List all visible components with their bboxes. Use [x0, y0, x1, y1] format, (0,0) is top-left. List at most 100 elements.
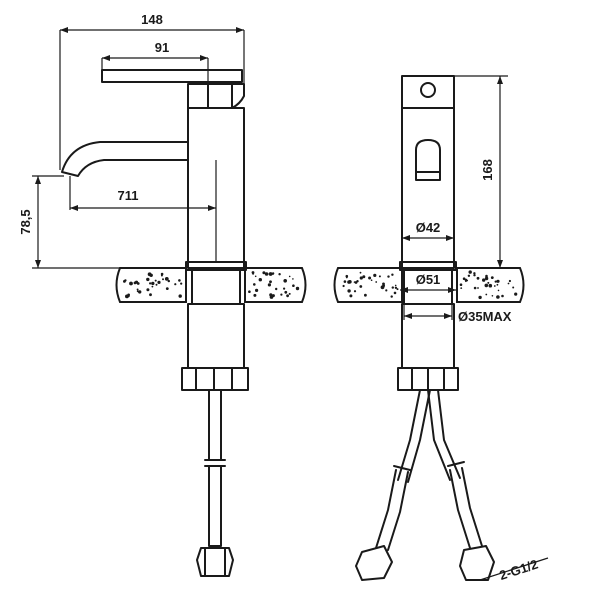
stone-speckle [283, 279, 288, 283]
stone-speckle [178, 279, 181, 282]
stone-speckle [364, 293, 367, 297]
stone-speckle [167, 279, 170, 283]
spout [61, 141, 189, 177]
stone-speckle [473, 286, 477, 290]
dimension-hole-diameter: Ø35MAX [403, 304, 512, 324]
stone-speckle [345, 276, 348, 279]
stone-speckle [353, 290, 357, 293]
side-view: 148 91 711 78,5 [18, 12, 307, 577]
stone-speckle [473, 274, 476, 277]
stone-speckle [373, 273, 377, 277]
stone-speckle [146, 277, 150, 282]
stone-speckle [151, 285, 154, 288]
stone-speckle [127, 295, 130, 298]
stone-speckle [488, 283, 493, 288]
stone-speckle [482, 278, 486, 282]
stone-speckle [459, 283, 463, 287]
stone-speckle [292, 284, 295, 288]
stone-speckle [514, 292, 518, 296]
dim-168-label: 168 [480, 159, 495, 181]
stone-speckle [347, 289, 351, 293]
dim-91-label: 91 [155, 40, 169, 55]
stone-speckle [295, 286, 300, 291]
dim-o35max-label: Ø35MAX [458, 309, 512, 324]
faucet-body-front [401, 75, 455, 269]
stone-speckle [136, 288, 139, 291]
stone-speckle [253, 293, 257, 297]
stone-speckle [476, 276, 480, 280]
stone-speckle [154, 279, 157, 282]
stone-speckle [134, 280, 139, 284]
faucet-cap [187, 83, 245, 109]
dim-711-label: 711 [118, 188, 139, 203]
stone-speckle [484, 283, 489, 288]
dimension-spout-height: 78,5 [18, 175, 120, 269]
stone-speckle [394, 286, 398, 289]
stone-speckle [375, 281, 378, 283]
stone-speckle [151, 281, 155, 286]
stone-speckle [138, 290, 142, 294]
stone-speckle [497, 289, 500, 292]
dim-o51-label: Ø51 [416, 272, 441, 287]
dimension-body-height: 168 [454, 75, 508, 269]
stone-speckle [248, 290, 251, 294]
stone-speckle [512, 286, 515, 289]
stone-speckle [378, 275, 381, 278]
stone-speckle [165, 287, 169, 290]
stone-speckle [468, 270, 472, 274]
stone-speckle [484, 276, 489, 281]
stone-speckle [149, 282, 152, 285]
stone-speckle [394, 284, 397, 287]
stone-speckle [359, 276, 363, 280]
stone-speckle [385, 289, 388, 292]
lever-handle [101, 69, 243, 83]
stone-speckle [149, 293, 152, 297]
stone-speckle [356, 280, 359, 283]
stone-speckle [269, 280, 272, 284]
supply-hose-side [208, 389, 222, 461]
stone-speckle [164, 277, 169, 281]
hose-nut-right [459, 545, 495, 581]
stone-speckle [123, 280, 126, 283]
stone-speckle [487, 281, 490, 284]
stone-speckle [491, 295, 494, 297]
stone-speckle [496, 279, 500, 283]
stone-speckle [262, 271, 266, 275]
stone-speckle [343, 280, 347, 283]
supply-hoses-front [375, 389, 483, 551]
spout-outlet [415, 139, 441, 181]
stone-speckle [496, 295, 500, 299]
stone-speckle [496, 283, 499, 286]
lever-pivot [420, 82, 436, 98]
stone-speckle [477, 287, 479, 289]
stone-speckle [253, 283, 256, 286]
stone-speckle [268, 272, 273, 276]
front-view: 168 Ø42 Ø51 Ø35MAX 2-G1/2 [333, 75, 549, 583]
stone-speckle [275, 287, 278, 291]
dim-78-5-label: 78,5 [18, 209, 33, 234]
stone-speckle [288, 275, 291, 278]
stone-speckle [460, 287, 463, 289]
stone-speckle [288, 292, 291, 295]
dimension-lever-length: 91 [101, 40, 209, 84]
countertop-section-right [333, 267, 525, 303]
dim-thread-label: 2-G1/2 [497, 556, 539, 583]
stone-speckle [155, 283, 158, 286]
stone-speckle [178, 294, 182, 298]
stone-speckle [286, 294, 289, 298]
stone-speckle [507, 282, 510, 285]
stone-speckle [180, 282, 183, 285]
stone-speckle [149, 273, 153, 277]
stone-speckle [494, 280, 497, 283]
dimension-body-diameter: Ø42 [402, 220, 454, 241]
stone-speckle [362, 275, 366, 279]
stone-speckle [391, 273, 394, 276]
stone-speckle [280, 293, 283, 296]
stone-speckle [345, 274, 349, 278]
dimension-base-diameter: Ø51 [400, 272, 456, 293]
stone-speckle [283, 287, 286, 290]
stone-speckle [393, 291, 397, 295]
stone-speckle [348, 280, 352, 284]
stone-speckle [391, 286, 394, 289]
